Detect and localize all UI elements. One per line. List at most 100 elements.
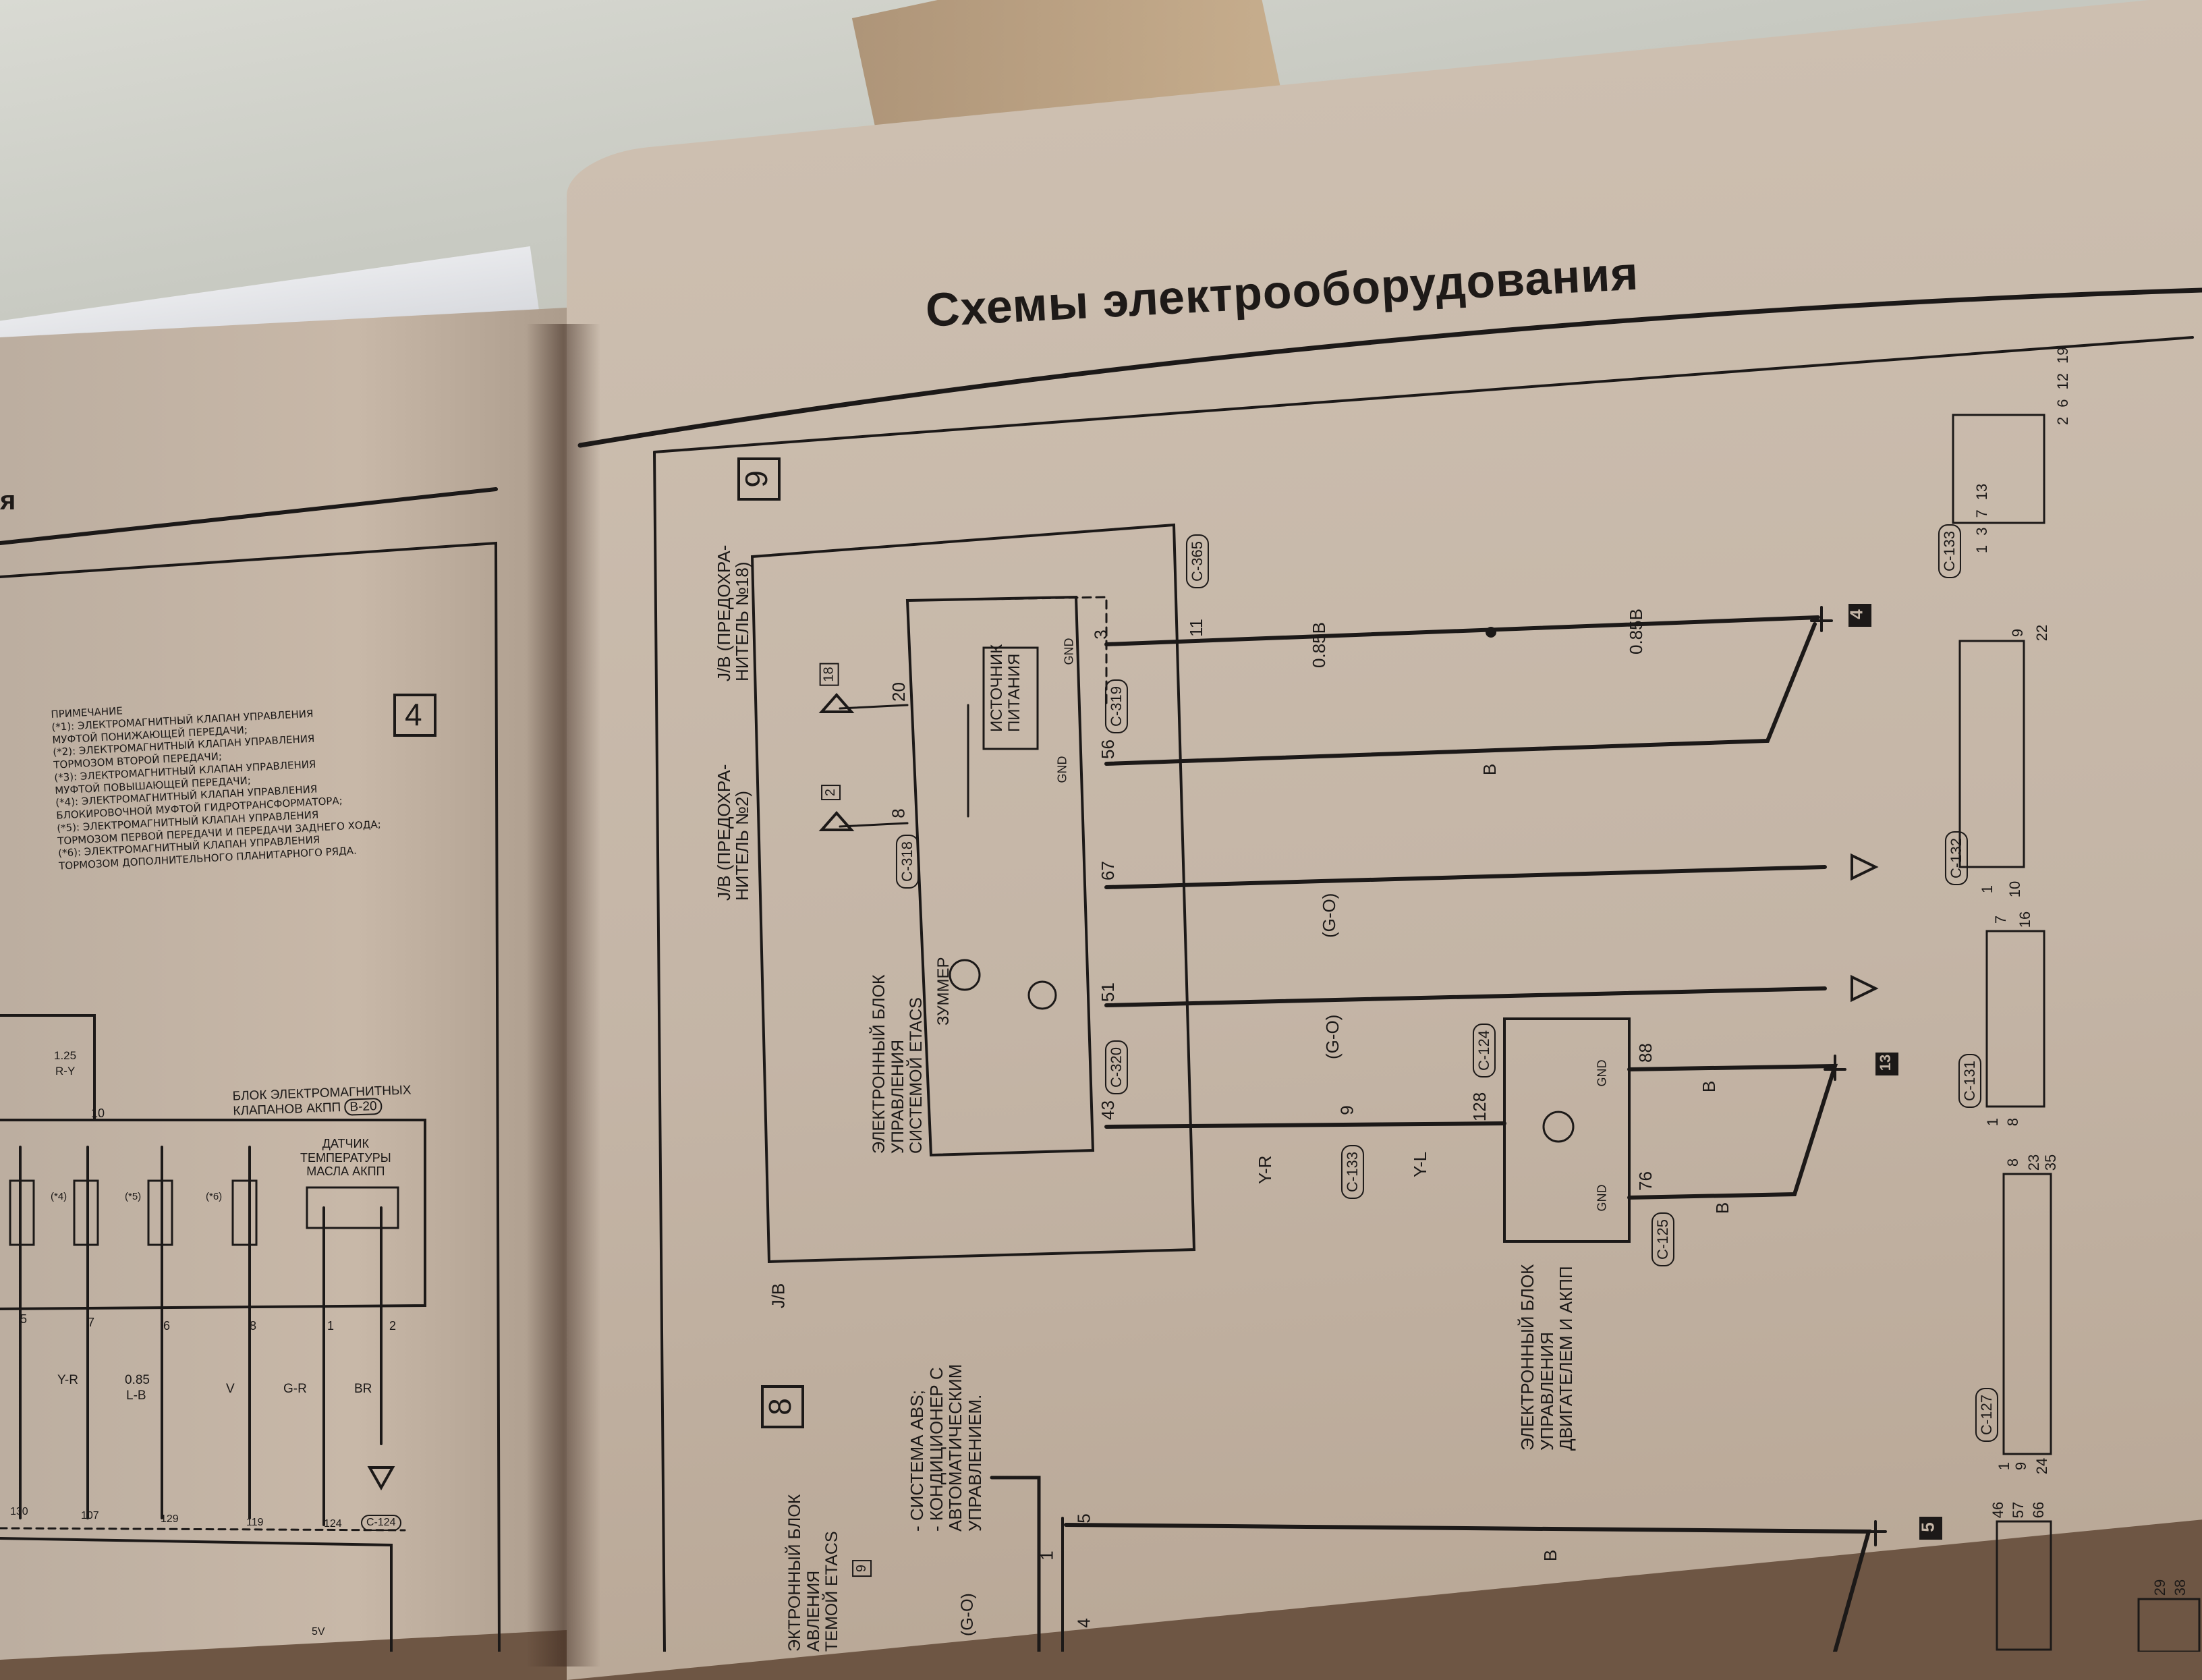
left-header-rule bbox=[0, 487, 498, 545]
sensor-line1: ДАТЧИК bbox=[322, 1137, 369, 1150]
legend-misc-left-2: 57 bbox=[2010, 1501, 2027, 1519]
sensor-line3: МАСЛА АКПП bbox=[306, 1165, 385, 1179]
fuse-18-number: 18 bbox=[819, 663, 839, 686]
pin-5: 5 bbox=[1073, 1513, 1094, 1523]
buzzer-symbol bbox=[949, 959, 981, 991]
wire-label-b-1: B bbox=[1479, 763, 1500, 776]
left-connector-c124: C-124 bbox=[361, 1515, 401, 1531]
valve-tag-6: (*6) bbox=[206, 1191, 223, 1202]
left-wire-v: V bbox=[226, 1382, 235, 1396]
legend-c133-right: 2 6 12 19 bbox=[2054, 347, 2072, 425]
legend-c127-label: C-127 bbox=[1975, 1388, 1998, 1442]
connector-c125: C-125 bbox=[1651, 1212, 1674, 1266]
legend-c127-right-1: 8 bbox=[2004, 1158, 2022, 1167]
legend-c131-right-2: 16 bbox=[2016, 911, 2034, 928]
ecu-pin-129: 129 bbox=[161, 1513, 179, 1525]
wire-label-125: 1.25 bbox=[54, 1049, 77, 1062]
legend-c133-left-4: 13 bbox=[1973, 483, 1990, 501]
jb-fuse-18-label: J/B (ПРЕДОХРА- НИТЕЛЬ №18) bbox=[714, 545, 753, 681]
connector-grid-c127 bbox=[2002, 1173, 2052, 1455]
transistor-symbol bbox=[1027, 980, 1057, 1010]
legend-misc-right-2: 38 bbox=[2172, 1579, 2189, 1596]
section8-etacs-label: ЭКТРОННЫЙ БЛОК АВЛЕНИЯ ТЕМОЙ ETACS bbox=[785, 1494, 842, 1652]
legend-c133-left: 1 3 7 13 bbox=[1973, 484, 1991, 553]
sensor-label: ДАТЧИК ТЕМПЕРАТУРЫ МАСЛА АКПП bbox=[300, 1137, 391, 1179]
legend-misc-right-1: 29 bbox=[2151, 1579, 2169, 1596]
wire-label-go-2: (G-O) bbox=[1322, 1014, 1343, 1059]
pin-51: 51 bbox=[1097, 982, 1118, 1002]
legend-c127-right-3: 35 bbox=[2042, 1154, 2060, 1171]
wire-label-b-2: B bbox=[1699, 1080, 1720, 1093]
fuse-triangle-18 bbox=[818, 692, 855, 713]
ground-symbol-4 bbox=[1810, 606, 1833, 632]
legend-c132-right-1: 9 bbox=[2009, 628, 2027, 638]
gnd-label-4: GND bbox=[1595, 1184, 1609, 1212]
legend-c131-left-1: 1 bbox=[1984, 1117, 2002, 1127]
engine-ecu-line3: ДВИГАТЕЛЕМ И АКПП bbox=[1556, 1266, 1577, 1451]
section8-wire bbox=[990, 1476, 1041, 1652]
section-8-number: 8 bbox=[762, 1398, 797, 1416]
wire-label-085b-2: 0.85B bbox=[1626, 609, 1646, 654]
legend-misc-left-3: 66 bbox=[2030, 1501, 2048, 1519]
etacs-line1: ЭЛЕКТРОННЫЙ БЛОК bbox=[870, 974, 888, 1154]
connector-grid-misc2 bbox=[2137, 1598, 2201, 1652]
section-9-number: 9 bbox=[738, 470, 774, 488]
ecu-pin-107: 107 bbox=[81, 1510, 99, 1521]
pin-bottom-2: 2 bbox=[389, 1319, 397, 1333]
gnd-label-3: GND bbox=[1595, 1059, 1609, 1087]
legend-c132-left-1: 1 bbox=[1979, 885, 1996, 894]
ground-triangle bbox=[367, 1466, 395, 1491]
wire-51 bbox=[1104, 986, 1827, 1007]
power-source-box bbox=[982, 646, 1039, 750]
pin-43: 43 bbox=[1097, 1100, 1118, 1120]
pin-10: 10 bbox=[91, 1107, 105, 1120]
section8-note-4: УПРАВЛЕНИЕМ. bbox=[964, 1394, 985, 1532]
section-8-box bbox=[761, 1385, 804, 1428]
pin-bottom-5: 5 bbox=[20, 1312, 28, 1326]
legend-c127-left-3: 24 bbox=[2033, 1457, 2051, 1475]
ecu-pin-124: 124 bbox=[324, 1518, 342, 1530]
jb-fuse-2-line2: НИТЕЛЬ №2) bbox=[732, 790, 753, 901]
ecu-transistor-symbol bbox=[1542, 1111, 1575, 1143]
engine-ecu-line1: ЭЛЕКТРОННЫЙ БЛОК bbox=[1517, 1264, 1537, 1451]
power-source-line2: ПИТАНИЯ bbox=[1005, 653, 1024, 732]
legend-c127-left-1: 1 bbox=[1996, 1461, 2013, 1471]
legend-c132-bottom-1: 10 bbox=[2006, 880, 2024, 898]
legend-c133-right-2: 6 bbox=[2054, 399, 2071, 408]
ground-box-4 bbox=[1848, 604, 1871, 627]
section8-note-3: АВТОМАТИЧЕСКИМ bbox=[945, 1364, 966, 1532]
fuse-2-number: 2 bbox=[821, 784, 841, 801]
legend-c132-right-2: 22 bbox=[2033, 624, 2051, 642]
wire-label-ry: R-Y bbox=[55, 1065, 76, 1077]
legend-c131-right-1: 7 bbox=[1992, 915, 2010, 924]
ground-symbol-13 bbox=[1824, 1055, 1846, 1081]
page-frame-left bbox=[653, 451, 666, 1652]
pin-bottom-8: 8 bbox=[250, 1319, 257, 1333]
wire-label-b-4: B bbox=[1540, 1549, 1561, 1562]
buzzer-label: ЗУММЕР bbox=[934, 957, 953, 1026]
connector-c318: C-318 bbox=[895, 835, 919, 889]
connector-c365: C-365 bbox=[1185, 534, 1209, 588]
wire-label-yl: Y-L bbox=[1410, 1151, 1430, 1177]
legend-misc-left-1: 46 bbox=[1989, 1501, 2007, 1519]
connector-grid-c132 bbox=[1958, 640, 2025, 868]
ecu-pin-119: 119 bbox=[246, 1517, 264, 1528]
pin-bottom-6: 6 bbox=[163, 1319, 171, 1333]
gnd-label-2: GND bbox=[1055, 756, 1069, 783]
pin-88: 88 bbox=[1635, 1043, 1656, 1063]
left-wire-lb: L-B bbox=[126, 1389, 146, 1403]
section8-note-2: - КОНДИЦИОНЕР С bbox=[926, 1367, 947, 1532]
connector-triangle-67 bbox=[1851, 853, 1879, 881]
valve-tag-5: (*5) bbox=[125, 1191, 142, 1202]
left-wire-br: BR bbox=[354, 1382, 372, 1396]
junction-dot bbox=[1486, 627, 1496, 638]
section8-notes: - СИСТЕМА ABS; - КОНДИЦИОНЕР С АВТОМАТИЧ… bbox=[907, 1364, 985, 1532]
legend-c133-right-3: 12 bbox=[2054, 373, 2071, 390]
jb-fuse-18-line2: НИТЕЛЬ №18) bbox=[732, 561, 753, 681]
connector-grid-c131 bbox=[1985, 930, 2045, 1108]
connector-grid-misc bbox=[1996, 1520, 2052, 1651]
etacs-box bbox=[905, 595, 1095, 1157]
